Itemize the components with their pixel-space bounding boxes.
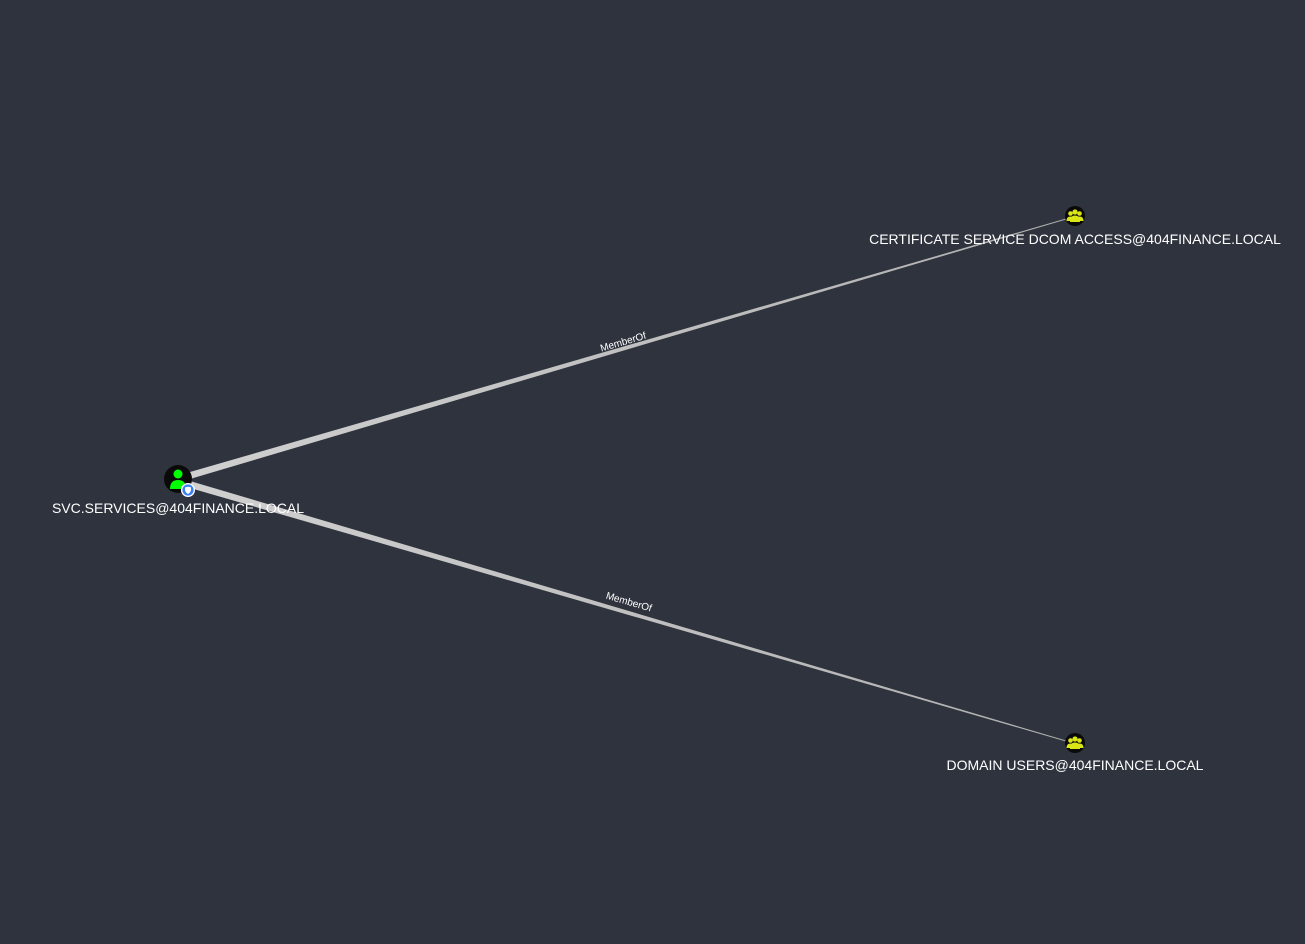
node-label: CERTIFICATE SERVICE DCOM ACCESS@404FINAN… (869, 231, 1281, 247)
edge-memberof-certdcom[interactable]: MemberOf (190, 218, 1066, 480)
node-certificate-service-dcom-access[interactable]: CERTIFICATE SERVICE DCOM ACCESS@404FINAN… (869, 206, 1281, 247)
edge-label: MemberOf (604, 591, 653, 615)
edge-label: MemberOf (599, 331, 648, 355)
node-svc-services[interactable]: SVC.SERVICES@404FINANCE.LOCAL (52, 465, 304, 516)
group-icon (1066, 209, 1084, 222)
node-domain-users[interactable]: DOMAIN USERS@404FINANCE.LOCAL (947, 733, 1204, 773)
edge-memberof-domusers[interactable]: MemberOf (190, 481, 1066, 742)
node-label: SVC.SERVICES@404FINANCE.LOCAL (52, 500, 304, 516)
owned-badge-icon (181, 483, 195, 497)
group-icon (1066, 736, 1084, 749)
node-label: DOMAIN USERS@404FINANCE.LOCAL (947, 757, 1204, 773)
